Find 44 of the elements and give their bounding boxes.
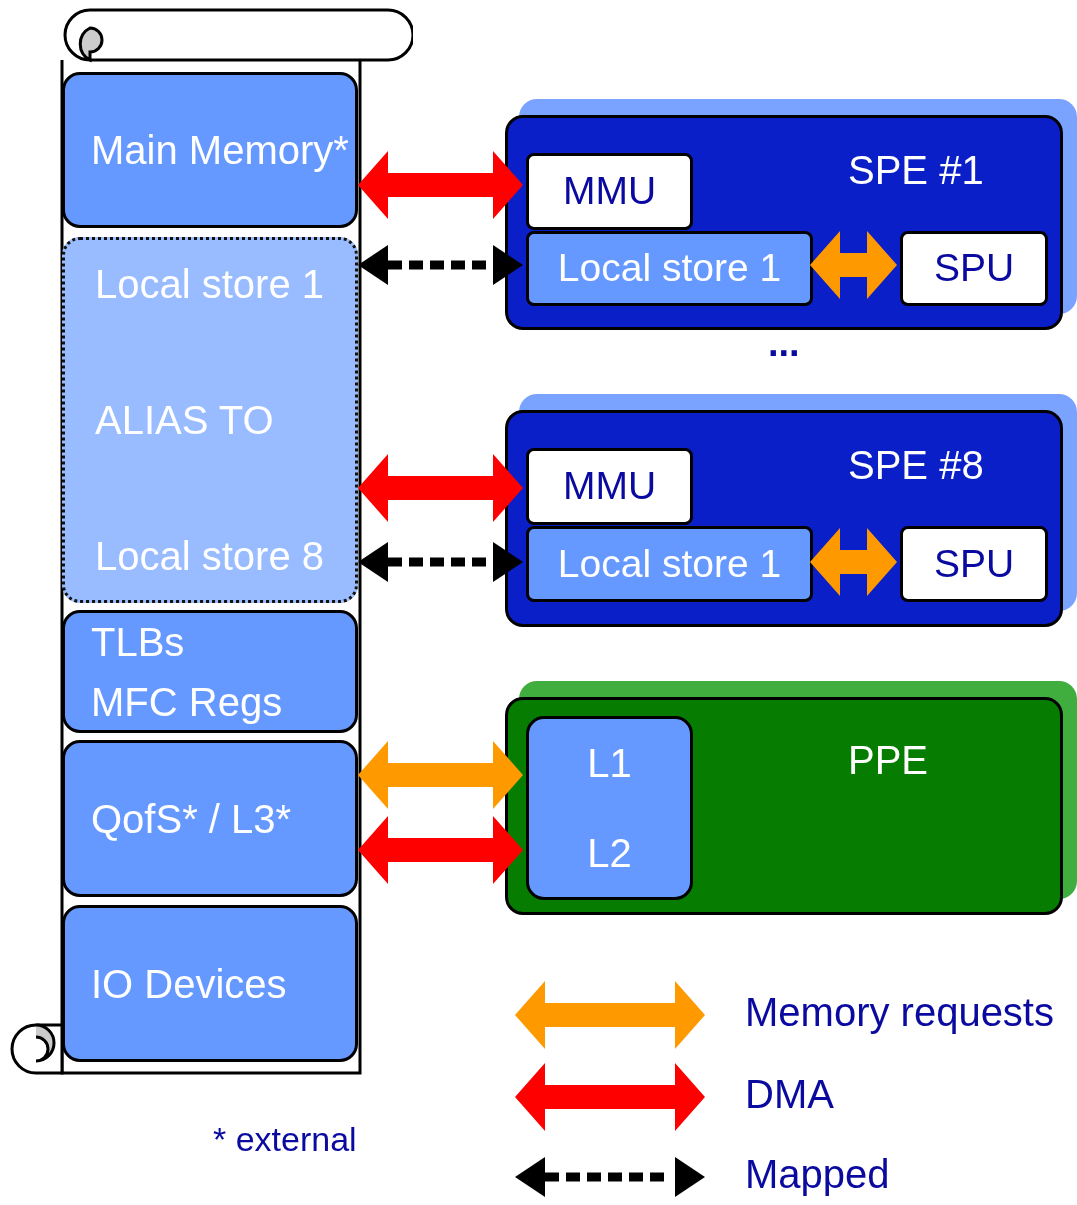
double-arrow — [358, 741, 523, 809]
box-label: ALIAS TO — [95, 397, 274, 444]
local-store-box — [526, 231, 813, 306]
box-label: QofS* / L3* — [91, 795, 292, 843]
footnote: * external — [213, 1120, 357, 1159]
box-label: Local store 1 — [557, 540, 782, 587]
box-label: Local store 1 — [95, 261, 325, 308]
double-arrow — [358, 454, 523, 522]
double-arrow — [810, 231, 897, 299]
cache-box — [526, 716, 693, 900]
memory-box — [62, 610, 358, 733]
box-label: Main Memory* — [91, 127, 349, 174]
double-arrow — [358, 151, 523, 219]
box-label: Local store 8 — [95, 533, 325, 580]
unit-box — [526, 153, 693, 230]
memory-box — [62, 740, 358, 897]
legend-label: DMA — [745, 1072, 834, 1117]
box-title: SPE #1 — [848, 147, 984, 194]
memory-box — [62, 72, 358, 228]
unit-box — [900, 526, 1048, 602]
box-title: PPE — [848, 737, 929, 784]
box-title: SPE #8 — [848, 442, 984, 489]
double-arrow — [810, 528, 897, 596]
memory-box — [62, 905, 358, 1062]
mapped-arrow — [358, 245, 523, 285]
box-label: IO Devices — [91, 960, 287, 1008]
box-label: SPU — [933, 540, 1015, 587]
local-store-box — [526, 526, 813, 602]
box-label: Local store 1 — [557, 245, 782, 292]
box-label: L2 — [587, 830, 632, 877]
alias-region — [62, 237, 358, 603]
box-label: MMU — [562, 168, 657, 215]
unit-box — [526, 448, 693, 525]
box-label: SPU — [933, 245, 1015, 292]
box-label: MFC Regs — [91, 678, 283, 726]
box-label: TLBs — [91, 618, 185, 666]
mapped-arrow — [358, 542, 523, 582]
legend-label: Memory requests — [745, 990, 1054, 1035]
double-arrow — [358, 816, 523, 884]
box-label: MMU — [562, 463, 657, 510]
legend-label: Mapped — [745, 1152, 890, 1197]
box-label: L1 — [587, 740, 632, 787]
ellipsis: ... — [768, 322, 800, 365]
unit-box — [900, 231, 1048, 306]
